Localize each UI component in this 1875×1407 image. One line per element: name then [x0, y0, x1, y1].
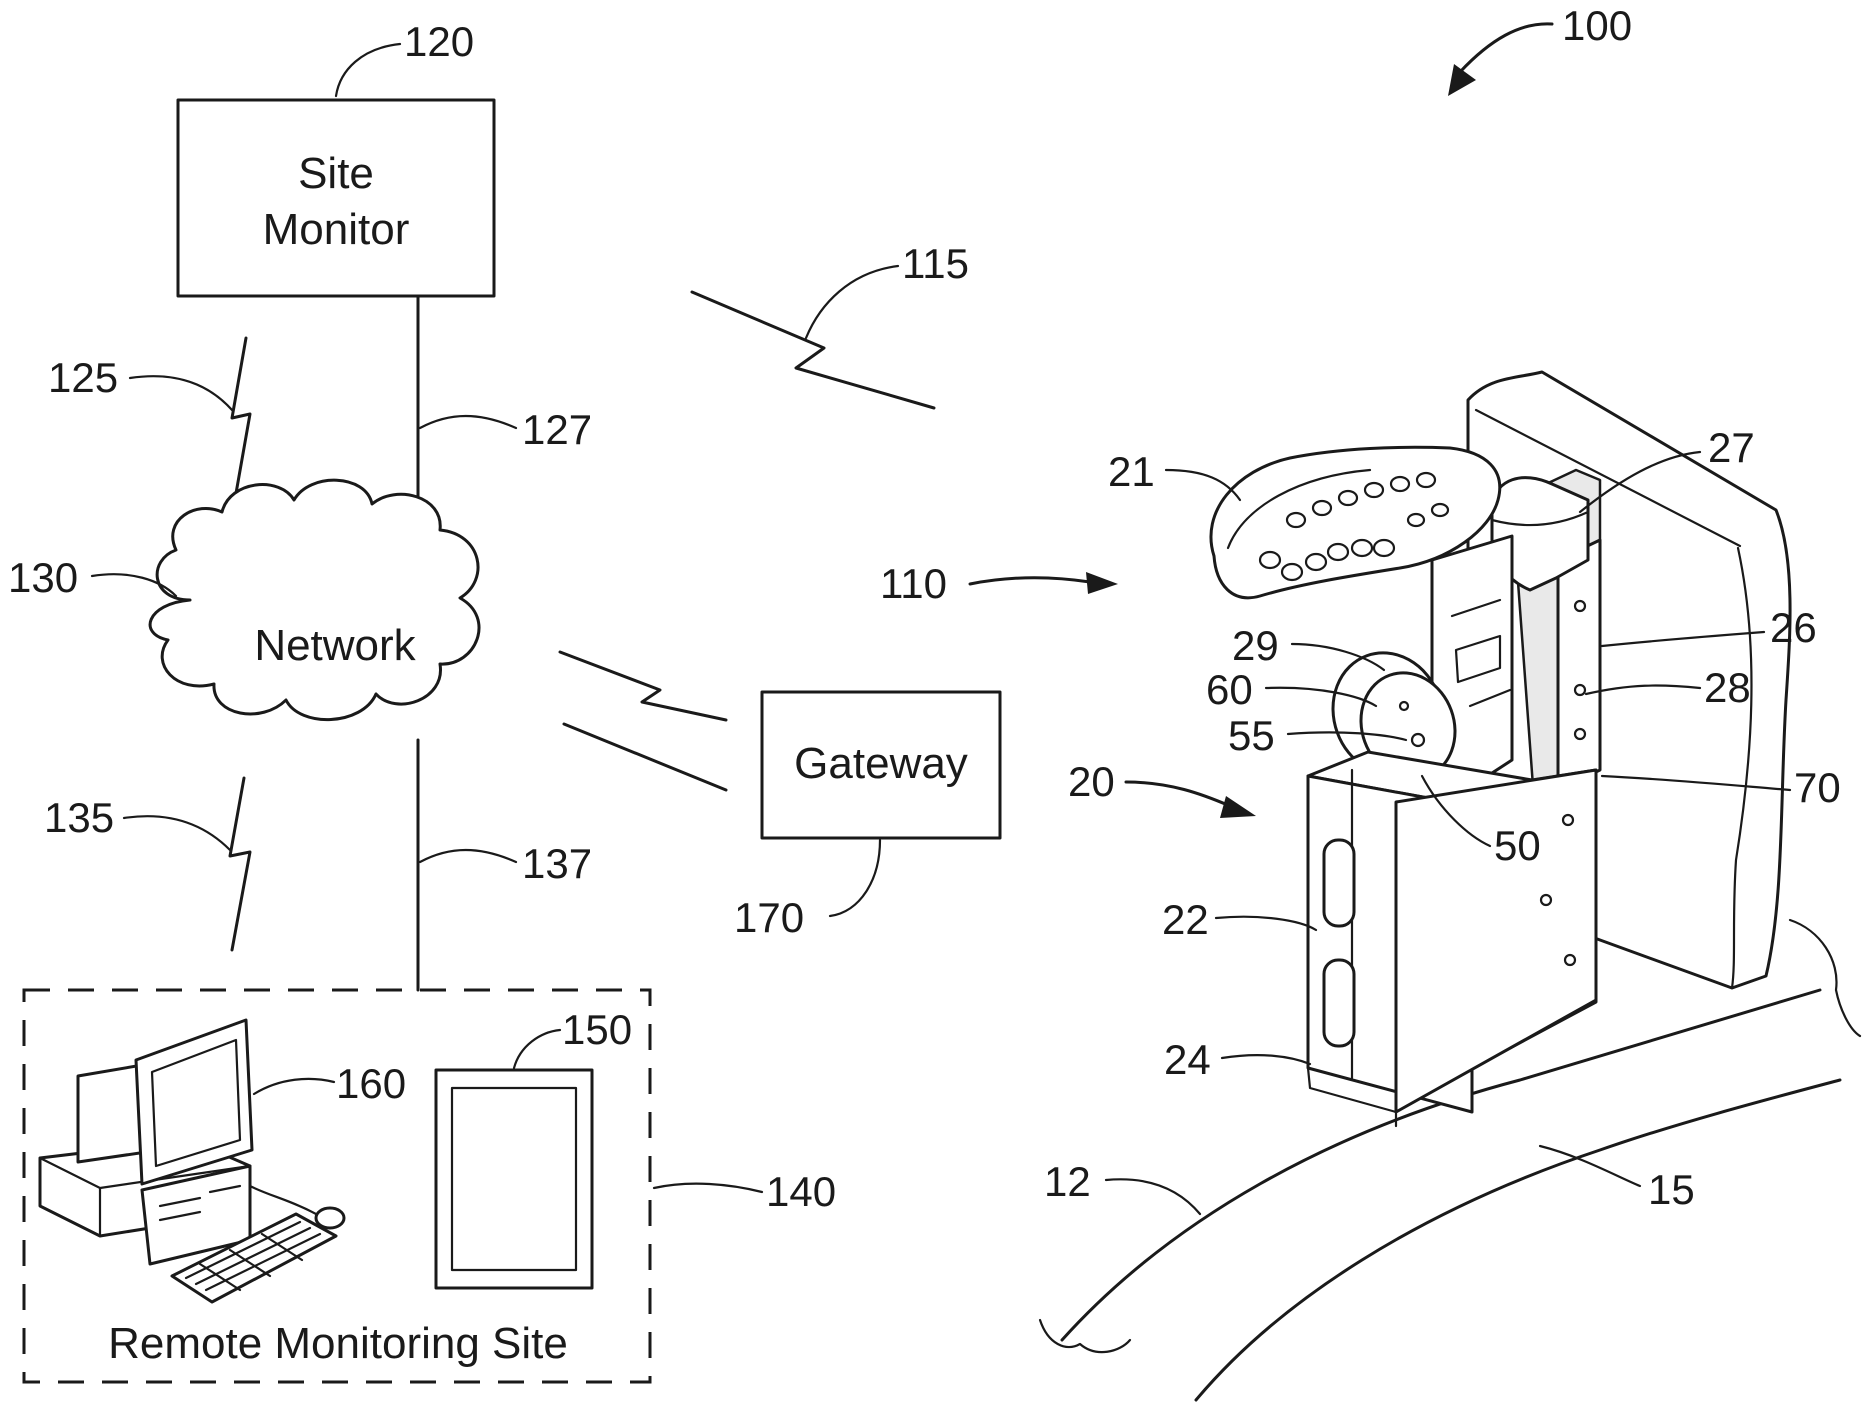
ref-24: 24: [1164, 1036, 1211, 1083]
tablet-device: [436, 1070, 592, 1288]
ref-15: 15: [1648, 1166, 1695, 1213]
ref-12: 12: [1044, 1158, 1091, 1205]
ref-150: 150: [562, 1006, 632, 1053]
ref-135: 135: [44, 794, 114, 841]
site-monitor-box: Site Monitor: [178, 100, 494, 296]
ref-170: 170: [734, 894, 804, 941]
leader-170: [830, 840, 880, 916]
ref-21: 21: [1108, 448, 1155, 495]
network-cloud: Network: [150, 480, 479, 719]
leader-150: [514, 1030, 560, 1068]
ref-28: 28: [1704, 664, 1751, 711]
ref-60: 60: [1206, 666, 1253, 713]
leader-12: [1106, 1179, 1200, 1214]
ref-110: 110: [880, 560, 947, 607]
ref-160: 160: [336, 1060, 406, 1107]
leader-140: [654, 1184, 762, 1192]
ref-27: 27: [1708, 424, 1755, 471]
leader-135: [124, 816, 230, 850]
leader-125: [130, 376, 232, 410]
ref-137: 137: [522, 840, 592, 887]
link-network-gateway: [564, 724, 726, 790]
ref-140: 140: [766, 1168, 836, 1215]
site-monitor-label-line2: Monitor: [263, 205, 410, 254]
network-label: Network: [254, 621, 416, 670]
ref-70: 70: [1794, 764, 1841, 811]
wireless-bolt-135: [230, 778, 250, 950]
leader-120: [336, 44, 400, 96]
ref-130: 130: [8, 554, 78, 601]
ref-26: 26: [1770, 604, 1817, 651]
remote-site-label: Remote Monitoring Site: [108, 1319, 568, 1368]
site-monitor-label-line1: Site: [298, 149, 374, 198]
leader-137: [420, 850, 516, 862]
leader-127: [420, 416, 516, 428]
ref-22: 22: [1162, 896, 1209, 943]
arrow-100: [1460, 24, 1552, 72]
gateway-box: Gateway: [762, 692, 1000, 838]
wireless-bolt-network-gateway: [560, 652, 726, 720]
desktop-computer: [40, 1020, 344, 1302]
ref-20: 20: [1068, 758, 1115, 805]
ref-55: 55: [1228, 712, 1275, 759]
ref-29: 29: [1232, 622, 1279, 669]
arrow-20-head: [1220, 796, 1256, 818]
leader-160: [254, 1079, 334, 1094]
ref-127: 127: [522, 406, 592, 453]
ref-50: 50: [1494, 822, 1541, 869]
gateway-label: Gateway: [794, 739, 968, 788]
leader-115: [806, 266, 898, 338]
arrow-110: [970, 578, 1090, 584]
ref-115: 115: [902, 240, 969, 287]
leader-24: [1222, 1055, 1310, 1064]
ref-125: 125: [48, 354, 118, 401]
leader-22: [1216, 917, 1316, 930]
ref-100: 100: [1562, 2, 1632, 49]
wireless-bolt-115: [692, 292, 934, 408]
arrow-110-head: [1086, 572, 1118, 594]
ref-120: 120: [404, 18, 474, 65]
arrow-20: [1126, 782, 1230, 806]
